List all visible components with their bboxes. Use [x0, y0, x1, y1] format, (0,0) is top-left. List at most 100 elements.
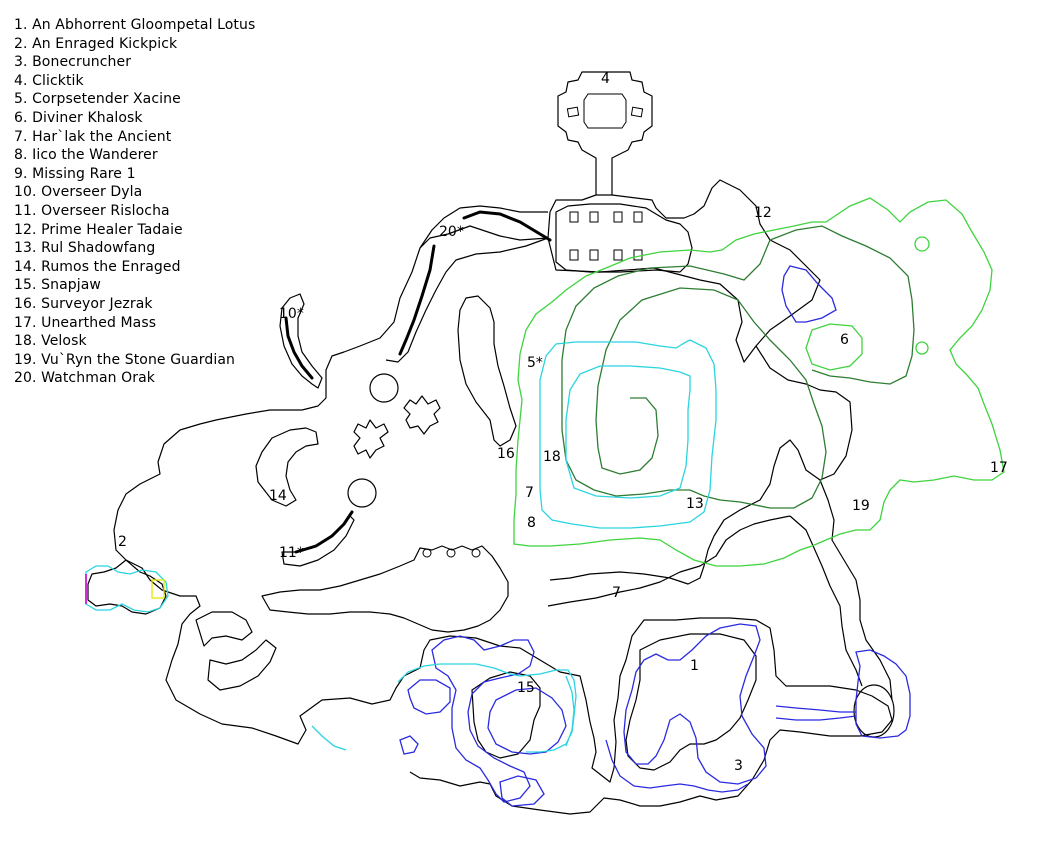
wall-crescent-2 [195, 611, 253, 647]
boss-paths [284, 210, 552, 554]
path-blue-3 [605, 739, 749, 793]
path-dark-green [561, 225, 915, 509]
pillar-cross [403, 395, 441, 435]
legend-item: 8. Iico the Wanderer [14, 147, 158, 164]
path-cyan-18 [539, 339, 717, 529]
wall-finger [457, 295, 517, 447]
map-label-14: 14 [269, 488, 287, 504]
wall-corridor-20 [385, 237, 549, 363]
path-light-green-inner [805, 323, 863, 371]
map-label-5: 5* [527, 355, 543, 371]
legend-item: 6. Diviner Khalosk [14, 109, 143, 126]
wall-top-room-inner [583, 93, 627, 129]
pillar [633, 249, 643, 261]
pillar-green [915, 341, 929, 355]
map-label-2: 2 [118, 534, 127, 550]
legend-item: 14. Rumos the Enraged [14, 258, 181, 275]
pillar [589, 211, 599, 223]
pillar-small [471, 548, 481, 558]
wall-island-15 [471, 671, 541, 759]
legend-item: 9. Missing Rare 1 [14, 165, 136, 182]
wall-left-entrance [87, 559, 167, 615]
map-label-19: 19 [852, 498, 870, 514]
map-label-7a: 7 [525, 485, 534, 501]
wall-middle-hall [261, 545, 509, 633]
wall-right-corridor-inner [789, 515, 863, 687]
path-blue-15b [407, 679, 451, 715]
pillar [630, 106, 644, 118]
path-cyan-entrance [85, 565, 169, 613]
legend-item: 19. Vu`Ryn the Stone Guardian [14, 351, 236, 368]
map-label-7b: 7 [612, 585, 621, 601]
wall-chamber-round [853, 684, 895, 738]
path-11 [294, 510, 354, 554]
pillar [569, 211, 579, 223]
pillar [569, 249, 579, 261]
map-label-18: 18 [543, 449, 561, 465]
map-label-16: 16 [497, 446, 515, 462]
path-blue-15d [399, 735, 419, 755]
map-label-1: 1 [690, 658, 699, 674]
map-label-15: 15 [517, 680, 535, 696]
wall-main-outline [113, 179, 893, 815]
map-label-8: 8 [527, 515, 536, 531]
legend-item: 4. Clicktik [14, 72, 84, 89]
path-20a [462, 210, 552, 242]
map-label-6: 6 [840, 332, 849, 348]
pillar [566, 106, 580, 118]
wall-upper-right [549, 345, 853, 585]
path-blue-12 [781, 265, 837, 323]
pillar-small [422, 548, 432, 558]
wall-passage-7 [547, 515, 791, 607]
path-blue-15a [431, 635, 535, 803]
pillar-round [347, 478, 377, 508]
map-label-13: 13 [686, 496, 704, 512]
cave-walls [87, 71, 895, 815]
pillar-green [914, 236, 930, 252]
pillar [589, 249, 599, 261]
wall-right-corridor [819, 479, 893, 701]
path-light-green [513, 197, 1005, 567]
pillar-round [369, 373, 399, 403]
pillar [613, 211, 623, 223]
map-label-4: 4 [601, 71, 610, 87]
pillar-cross [353, 419, 389, 459]
legend-item: 13. Rul Shadowfang [14, 240, 156, 257]
path-blue-15e [499, 775, 545, 807]
path-blue-bottom [399, 623, 911, 807]
map-label-12: 12 [754, 205, 772, 221]
legend-item: 7. Har`lak the Ancient [14, 128, 172, 145]
map-label-11: 11* [279, 545, 304, 561]
legend-item: 15. Snapjaw [14, 277, 101, 294]
path-10 [284, 316, 314, 380]
map-label-10: 10* [279, 306, 304, 322]
map-legend: 1. An Abhorrent Gloompetal Lotus 2. An E… [14, 16, 255, 388]
path-blue-chamber [855, 649, 911, 739]
wall-crescent-14 [255, 427, 319, 507]
path-blue-corridor [775, 705, 857, 721]
marker-yellow [151, 579, 165, 599]
path-cyan-15 [311, 663, 577, 753]
map-label-20: 20* [439, 224, 464, 240]
pillar [613, 249, 623, 261]
map-labels: 1 2 3 4 5* 6 7 7 8 10* 11* 12 13 14 15 1… [118, 71, 1008, 774]
wall-upper-hall [555, 203, 693, 273]
path-blue-15c [487, 687, 567, 755]
wall-top-room [557, 71, 653, 196]
map-label-17: 17 [990, 460, 1008, 476]
legend-item: 20. Watchman Orak [14, 370, 156, 387]
legend-item: 18. Velosk [14, 333, 87, 350]
legend-item: 3. Bonecruncher [14, 54, 132, 71]
wall-corridor-20-outer [419, 205, 548, 249]
legend-item: 12. Prime Healer Tadaie [14, 221, 183, 238]
legend-item: 10. Overseer Dyla [14, 184, 143, 201]
legend-item: 17. Unearthed Mass [14, 314, 157, 331]
path-blue-1 [623, 623, 767, 785]
wall-room-1 [625, 633, 757, 771]
path-20b [398, 244, 436, 356]
legend-item: 5. Corpsetender Xacine [14, 91, 181, 108]
wall-crescent-10 [279, 293, 323, 389]
legend-item: 16. Surveyor Jezrak [14, 295, 153, 312]
map-label-3: 3 [734, 758, 743, 774]
pillar-small [446, 548, 456, 558]
